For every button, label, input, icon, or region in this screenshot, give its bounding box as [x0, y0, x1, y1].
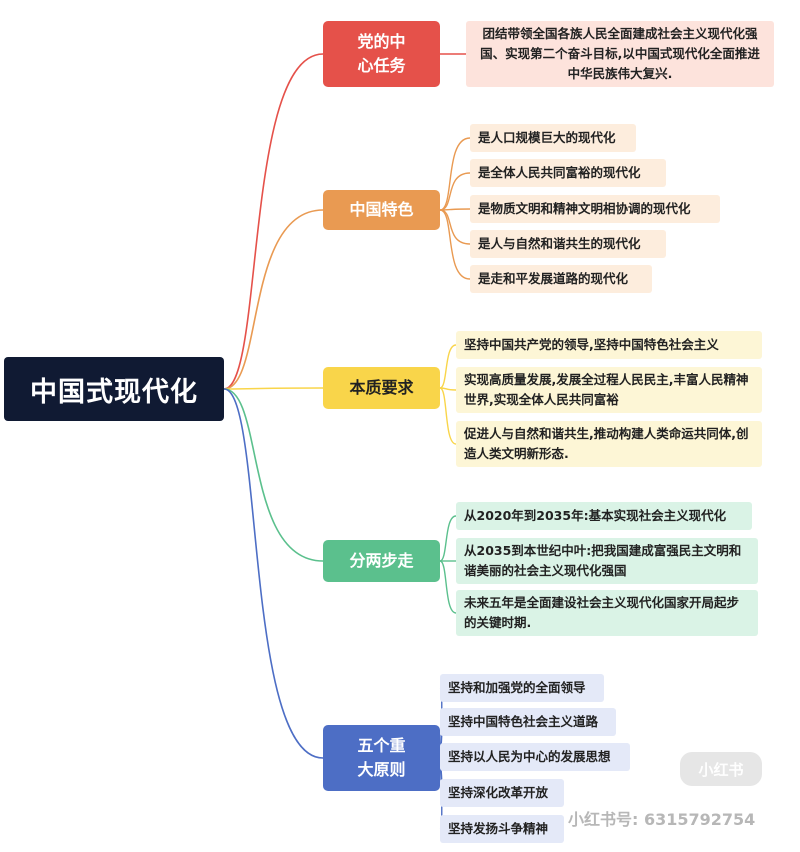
root-branch-link [223, 388, 324, 562]
leaf-item: 坚持中国特色社会主义道路 [440, 708, 616, 736]
leaf-item: 未来五年是全面建设社会主义现代化国家开局起步的关键时期. [456, 590, 758, 636]
leaf-item: 坚持和加强党的全面领导 [440, 674, 604, 702]
branch-principles: 五个重大原则 [323, 725, 440, 791]
branch-label: 五个重大原则 [357, 736, 406, 779]
branch-label: 分两步走 [349, 551, 414, 570]
branch-leaf-link [439, 344, 457, 389]
branch-leaf-link [439, 137, 471, 211]
branch-leaf-link [439, 172, 471, 211]
leaf-item: 实现高质量发展,发展全过程人民民主,丰富人民精神世界,实现全体人民共同富裕 [456, 367, 762, 413]
branch-label: 中国特色 [349, 200, 414, 219]
leaf-item: 是人与自然和谐共生的现代化 [470, 230, 666, 258]
leaf-item: 从2035到本世纪中叶:把我国建成富强民主文明和谐美丽的社会主义现代化强国 [456, 538, 758, 584]
branch-central-task: 党的中心任务 [323, 21, 440, 87]
root-branch-link [223, 53, 324, 390]
branch-two-steps: 分两步走 [323, 540, 440, 582]
root-branch-link [223, 387, 324, 390]
leaf-item: 团结带领全国各族人民全面建成社会主义现代化强国、实现第二个奋斗目标,以中国式现代… [466, 21, 774, 87]
branch-leaf-link [439, 515, 457, 562]
branch-label: 党的中心任务 [357, 32, 406, 75]
leaf-item: 是全体人民共同富裕的现代化 [470, 159, 666, 187]
leaf-item: 坚持以人民为中心的发展思想 [440, 743, 630, 771]
watermark-logo: 小红书 [680, 752, 762, 786]
leaf-item: 坚持深化改革开放 [440, 779, 564, 807]
leaf-item: 坚持发扬斗争精神 [440, 815, 564, 843]
branch-leaf-link [439, 387, 457, 445]
leaf-item: 坚持中国共产党的领导,坚持中国特色社会主义 [456, 331, 762, 359]
watermark-id: 小红书号: 6315792754 [568, 810, 756, 829]
branch-leaf-link [439, 209, 471, 245]
branch-leaf-link [439, 560, 457, 614]
root-label: 中国式现代化 [30, 376, 198, 408]
leaf-item: 是人口规模巨大的现代化 [470, 124, 636, 152]
root-node: 中国式现代化 [4, 357, 224, 421]
branch-characteristics: 中国特色 [323, 190, 440, 230]
leaf-item: 是走和平发展道路的现代化 [470, 265, 652, 293]
branch-leaf-link [439, 209, 471, 280]
leaf-item: 从2020年到2035年:基本实现社会主义现代化 [456, 502, 752, 530]
branch-requirements: 本质要求 [323, 367, 440, 409]
leaf-item: 促进人与自然和谐共生,推动构建人类命运共同体,创造人类文明新形态. [456, 421, 762, 467]
branch-label: 本质要求 [349, 378, 414, 397]
root-branch-link [223, 209, 324, 390]
root-branch-link [223, 388, 324, 759]
leaf-item: 是物质文明和精神文明相协调的现代化 [470, 195, 720, 223]
